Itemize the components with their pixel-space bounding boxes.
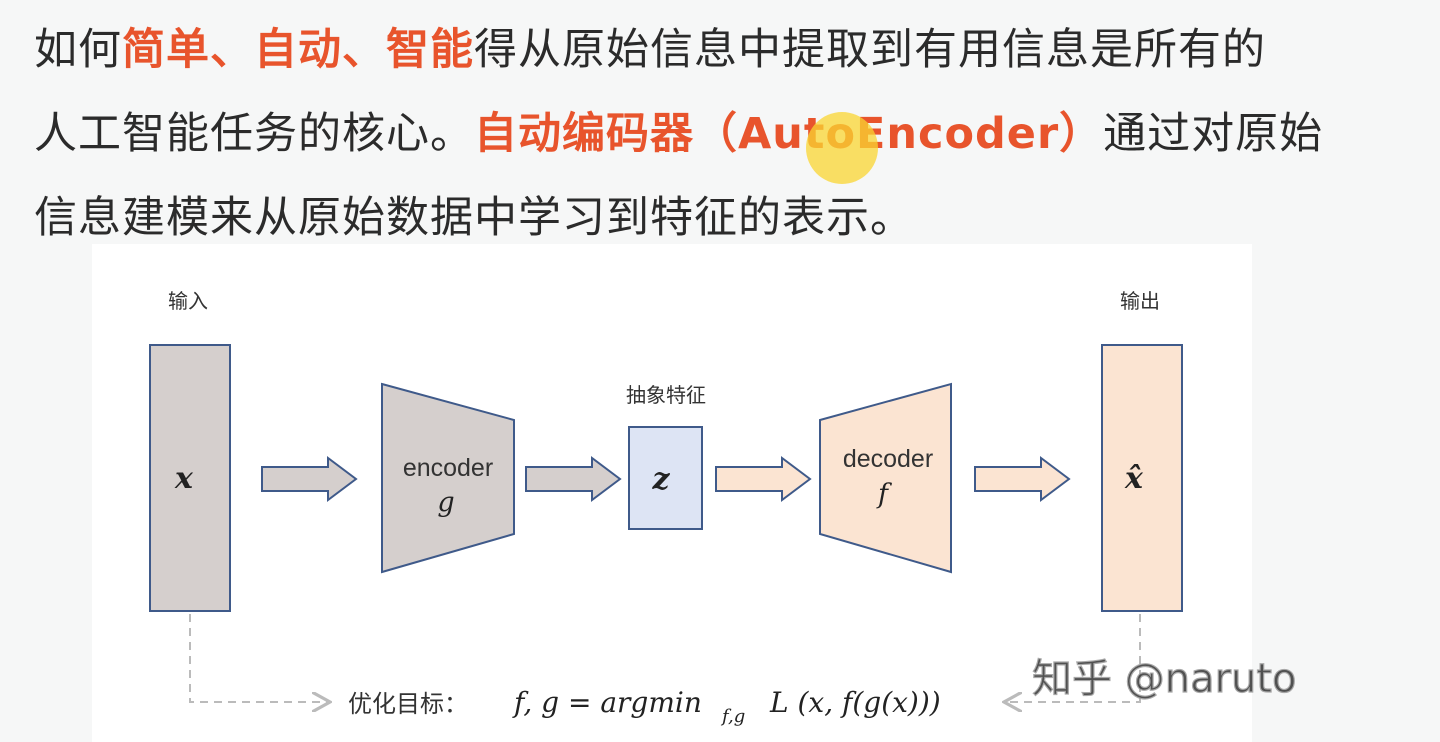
text-segment: 如何	[34, 25, 122, 75]
highlight-simple-auto-smart: 简单、自动、智能	[122, 25, 474, 75]
arrow-latent-to-decoder	[715, 456, 812, 502]
encoder-function: g	[437, 487, 454, 518]
arrow-encoder-to-latent	[525, 456, 622, 502]
text-segment: 人工智能任务的核心。	[34, 109, 474, 159]
objective-subscript: f,g	[720, 706, 745, 727]
text-segment: 通过对原始	[1103, 109, 1324, 159]
text-segment: 信息建模来从原始数据中学习到特征的表示。	[34, 193, 914, 243]
input-symbol: x	[174, 461, 194, 496]
input-block	[149, 344, 231, 612]
dashed-line-input-to-objective	[189, 614, 328, 702]
output-block	[1101, 344, 1183, 612]
output-symbol: x̂	[1124, 461, 1144, 496]
arrow-input-to-encoder	[261, 456, 358, 502]
input-title: 输入	[168, 289, 208, 313]
highlight-autoencoder: 自动编码器（AutoEncoder）	[474, 109, 1104, 159]
latent-symbol: z	[651, 462, 670, 497]
objective-formula: f, g = argmin	[512, 686, 702, 719]
intro-paragraph: 如何简单、自动、智能得从原始信息中提取到有用信息是所有的 人工智能任务的核心。自…	[34, 8, 1434, 260]
encoder-label: encoder	[403, 454, 493, 482]
paragraph-line-2: 人工智能任务的核心。自动编码器（AutoEncoder）通过对原始	[34, 92, 1434, 176]
objective-label: 优化目标：	[348, 690, 468, 718]
pointer-highlight	[806, 112, 878, 184]
output-title: 输出	[1120, 289, 1160, 313]
latent-title: 抽象特征	[626, 383, 706, 407]
decoder-label: decoder	[843, 445, 933, 473]
latent-block	[628, 426, 703, 530]
decoder-block	[819, 382, 952, 574]
arrow-decoder-to-output	[974, 456, 1071, 502]
watermark: 知乎 @naruto	[1032, 656, 1297, 702]
encoder-block	[381, 382, 515, 574]
dashed-line-output-to-objective	[1006, 614, 1141, 702]
paragraph-line-1: 如何简单、自动、智能得从原始信息中提取到有用信息是所有的	[34, 8, 1434, 92]
text-segment: 得从原始信息中提取到有用信息是所有的	[474, 25, 1266, 75]
paragraph-line-3: 信息建模来从原始数据中学习到特征的表示。	[34, 176, 1434, 260]
objective-loss: L (x, f(g(x)))	[769, 686, 941, 719]
